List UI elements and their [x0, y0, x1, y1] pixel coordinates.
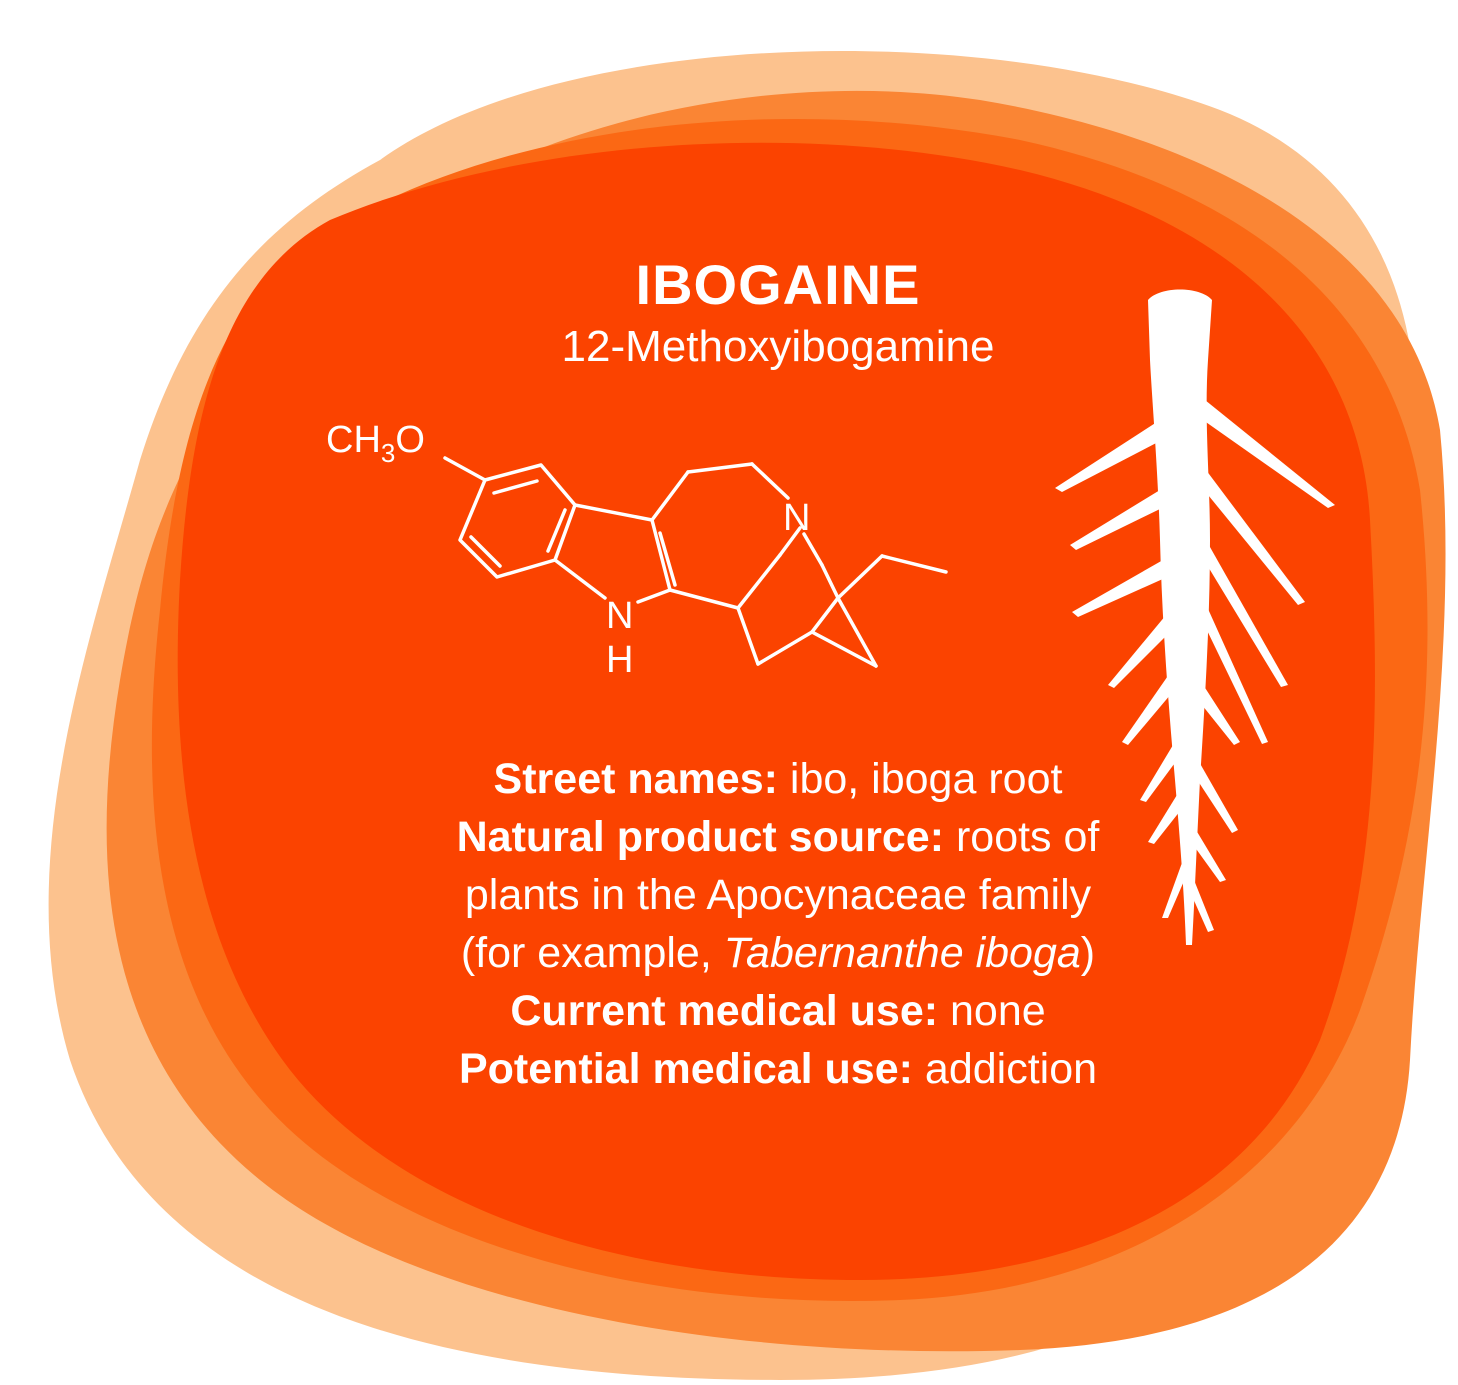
compound-subtitle: 12-Methoxyibogamine [561, 322, 995, 371]
source-line-1: Natural product source: roots of [400, 808, 1156, 866]
indole-h-label: H [606, 639, 633, 681]
source-value-3-prefix: (for example, [460, 929, 724, 977]
compound-title: IBOGAINE [635, 253, 921, 316]
plant-root-icon [1055, 289, 1335, 945]
current-use-line: Current medical use: none [400, 982, 1156, 1040]
street-names-line: Street names: ibo, iboga root [400, 750, 1156, 808]
blob-core [177, 142, 1375, 1280]
root-shape [1055, 289, 1335, 945]
molecule-labels: CH3O N N H [326, 419, 810, 681]
potential-use-line: Potential medical use: addiction [400, 1040, 1156, 1098]
ibogaine-structure-diagram: CH3O N N H [326, 419, 948, 681]
facts-block: Street names: ibo, iboga root Natural pr… [400, 750, 1156, 1098]
potential-use-value: addiction [912, 1045, 1098, 1093]
source-value-2: plants in the Apocynaceae family [464, 871, 1092, 919]
species-name: Tabernanthe iboga [723, 929, 1081, 977]
source-value-3-suffix: ) [1080, 929, 1096, 977]
source-line-2: plants in the Apocynaceae family [400, 866, 1156, 924]
source-value-1: roots of [944, 813, 1100, 861]
street-names-value: ibo, iboga root [777, 755, 1063, 803]
amine-n-label: N [783, 497, 810, 539]
methoxy-label: CH3O [326, 419, 425, 468]
source-line-3: (for example, Tabernanthe iboga) [400, 924, 1156, 982]
indole-n-label: N [606, 595, 633, 637]
potential-use-label: Potential medical use: [458, 1045, 913, 1093]
source-label: Natural product source: [456, 813, 945, 861]
molecule-bonds [443, 456, 948, 668]
current-use-value: none [938, 987, 1046, 1035]
street-names-label: Street names: [493, 755, 778, 803]
current-use-label: Current medical use: [510, 987, 939, 1035]
